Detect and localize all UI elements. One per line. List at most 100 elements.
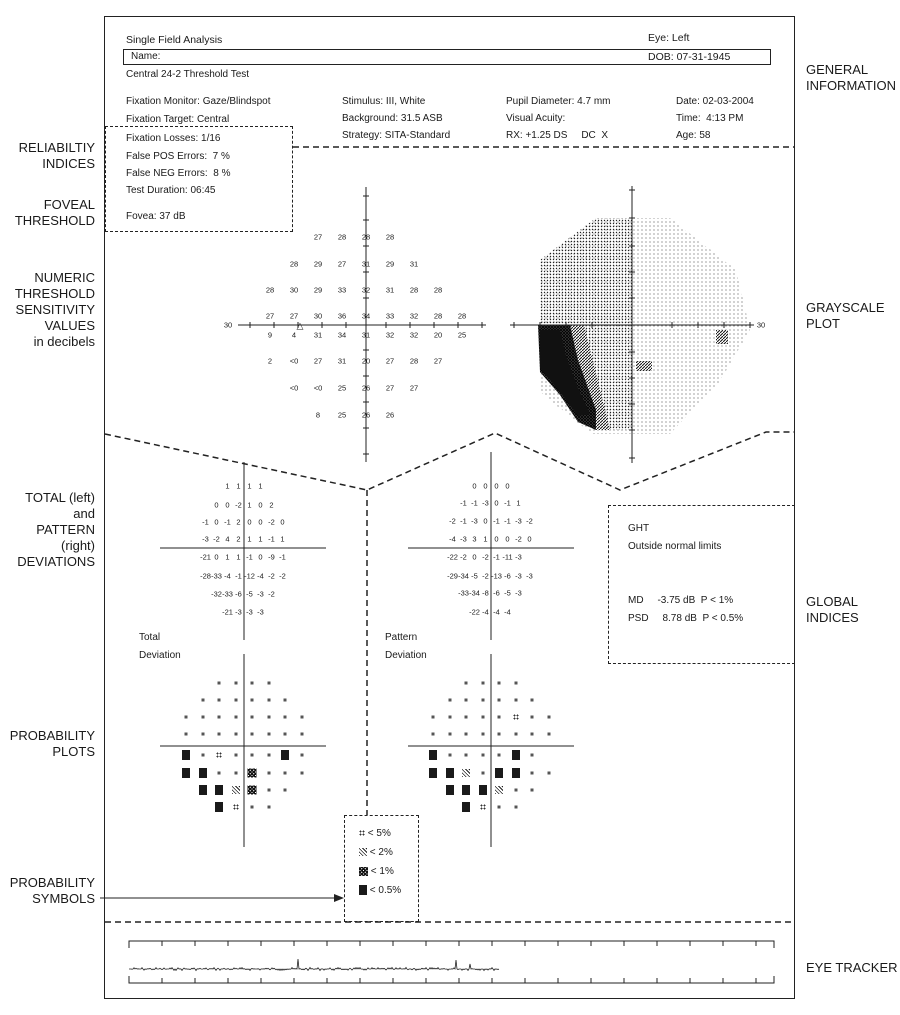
total-probability-symbol xyxy=(184,715,188,719)
threshold-value: 36 xyxy=(337,311,347,321)
pattern-probability-symbol xyxy=(464,681,468,685)
threshold-value: 27 xyxy=(289,311,299,321)
pattern-probability-symbol xyxy=(448,753,452,757)
total-probability-symbol xyxy=(232,804,239,810)
pattern-deviation-value: -5 xyxy=(471,571,478,581)
pattern-deviation-value: 0 xyxy=(505,481,510,491)
total-probability-symbol xyxy=(283,771,287,775)
total-probability-symbol xyxy=(267,753,271,757)
pattern-deviation-value: 0 xyxy=(483,516,488,526)
time-field: Time: 4:13 PM xyxy=(676,113,744,124)
pattern-deviation-value: -3 xyxy=(526,571,533,581)
pattern-probability-symbol xyxy=(530,715,534,719)
pattern-probability-symbol xyxy=(448,715,452,719)
pattern-probability-symbol xyxy=(530,788,534,792)
total-probability-symbol xyxy=(234,732,238,736)
pattern-deviation-value: -5 xyxy=(504,588,511,598)
grayscale-upper-nasal xyxy=(540,218,632,325)
total-probability-symbol xyxy=(267,715,271,719)
total-probability-symbol xyxy=(300,715,304,719)
total-probability-symbol xyxy=(300,753,304,757)
total-deviation-value: 4 xyxy=(225,534,230,544)
visual-acuity: Visual Acuity: xyxy=(506,113,566,124)
pattern-probability-symbol xyxy=(497,681,501,685)
false-neg-errors: False NEG Errors: 8 % xyxy=(126,168,231,179)
threshold-value: 20 xyxy=(361,356,371,366)
total-probability-symbol xyxy=(300,732,304,736)
total-deviation-value: -33 xyxy=(222,589,233,599)
threshold-value: 31 xyxy=(361,330,371,340)
total-probability-symbol xyxy=(198,785,207,795)
threshold-value: <0 xyxy=(313,383,323,393)
threshold-value: 2 xyxy=(267,356,273,366)
threshold-value: 27 xyxy=(313,356,323,366)
psd-value: PSD 8.78 dB P < 0.5% xyxy=(628,613,744,624)
pattern-probability-symbol xyxy=(530,698,534,702)
pattern-probability-symbol xyxy=(495,786,504,794)
pattern-deviation-value: -34 xyxy=(458,571,469,581)
total-probability-symbol xyxy=(250,753,254,757)
test-duration: Test Duration: 06:45 xyxy=(126,185,216,196)
pattern-probability-symbol xyxy=(514,805,518,809)
threshold-value: 26 xyxy=(361,410,371,420)
total-probability-symbol xyxy=(201,698,205,702)
pattern-deviation-value: -4 xyxy=(449,534,456,544)
pattern-deviation-value: -3 xyxy=(515,516,522,526)
pattern-deviation-value: -22 xyxy=(469,607,480,617)
total-probability-symbol xyxy=(283,698,287,702)
pattern-probability-symbol xyxy=(479,804,486,810)
total-deviation-value: -3 xyxy=(257,607,264,617)
total-probability-symbol xyxy=(283,715,287,719)
total-deviation-value: 0 xyxy=(258,517,263,527)
total-deviation-value: 0 xyxy=(214,517,219,527)
total-deviation-value: -2 xyxy=(279,571,286,581)
pattern-deviation-value: 1 xyxy=(516,498,521,508)
total-probability-symbol xyxy=(231,786,240,794)
threshold-value: 29 xyxy=(385,259,395,269)
total-probability-symbol xyxy=(184,732,188,736)
pattern-probability-symbol xyxy=(481,681,485,685)
pattern-deviation-value: -3 xyxy=(515,588,522,598)
pattern-deviation-value: -1 xyxy=(460,498,467,508)
threshold-value: 28 xyxy=(433,285,443,295)
pattern-deviation-value: -2 xyxy=(482,571,489,581)
threshold-value: 20 xyxy=(433,330,443,340)
pattern-deviation-value: -3 xyxy=(471,516,478,526)
false-pos-errors: False POS Errors: 7 % xyxy=(126,151,230,162)
pattern-probability-symbol xyxy=(497,753,501,757)
threshold-value: 28 xyxy=(337,232,347,242)
pattern-probability-symbol xyxy=(511,768,520,778)
pattern-deviation-value: -8 xyxy=(482,588,489,598)
threshold-value: 33 xyxy=(337,285,347,295)
pattern-probability-symbol xyxy=(495,768,504,778)
pattern-deviation-value: -1 xyxy=(493,516,500,526)
strategy: Strategy: SITA-Standard xyxy=(342,130,451,141)
total-deviation-value: -3 xyxy=(257,589,264,599)
total-deviation-value: -1 xyxy=(246,552,253,562)
total-probability-symbol xyxy=(234,698,238,702)
date-field: Date: 02-03-2004 xyxy=(676,96,754,107)
label-deviations: TOTAL (left)and PATTERN(right) DEVIATION… xyxy=(17,490,95,569)
reliability-box xyxy=(105,126,293,232)
threshold-value: 32 xyxy=(361,285,371,295)
background: Background: 31.5 ASB xyxy=(342,113,443,124)
total-probability-symbol xyxy=(216,752,223,758)
total-deviation-value: 0 xyxy=(258,552,263,562)
pattern-deviation-value: -34 xyxy=(469,588,480,598)
total-deviation-value: 1 xyxy=(225,552,230,562)
pattern-deviation-value: -1 xyxy=(460,516,467,526)
total-deviation-value: 1 xyxy=(280,534,285,544)
total-deviation-value: -9 xyxy=(268,552,275,562)
total-deviation-value: -21 xyxy=(200,552,211,562)
threshold-value: 28 xyxy=(433,311,443,321)
pattern-deviation-value: -4 xyxy=(504,607,511,617)
divider-zigzag xyxy=(104,431,795,491)
total-probability-symbol xyxy=(234,771,238,775)
pattern-probability-symbol xyxy=(481,771,485,775)
total-probability-symbol xyxy=(250,715,254,719)
pattern-deviation-value: -6 xyxy=(504,571,511,581)
